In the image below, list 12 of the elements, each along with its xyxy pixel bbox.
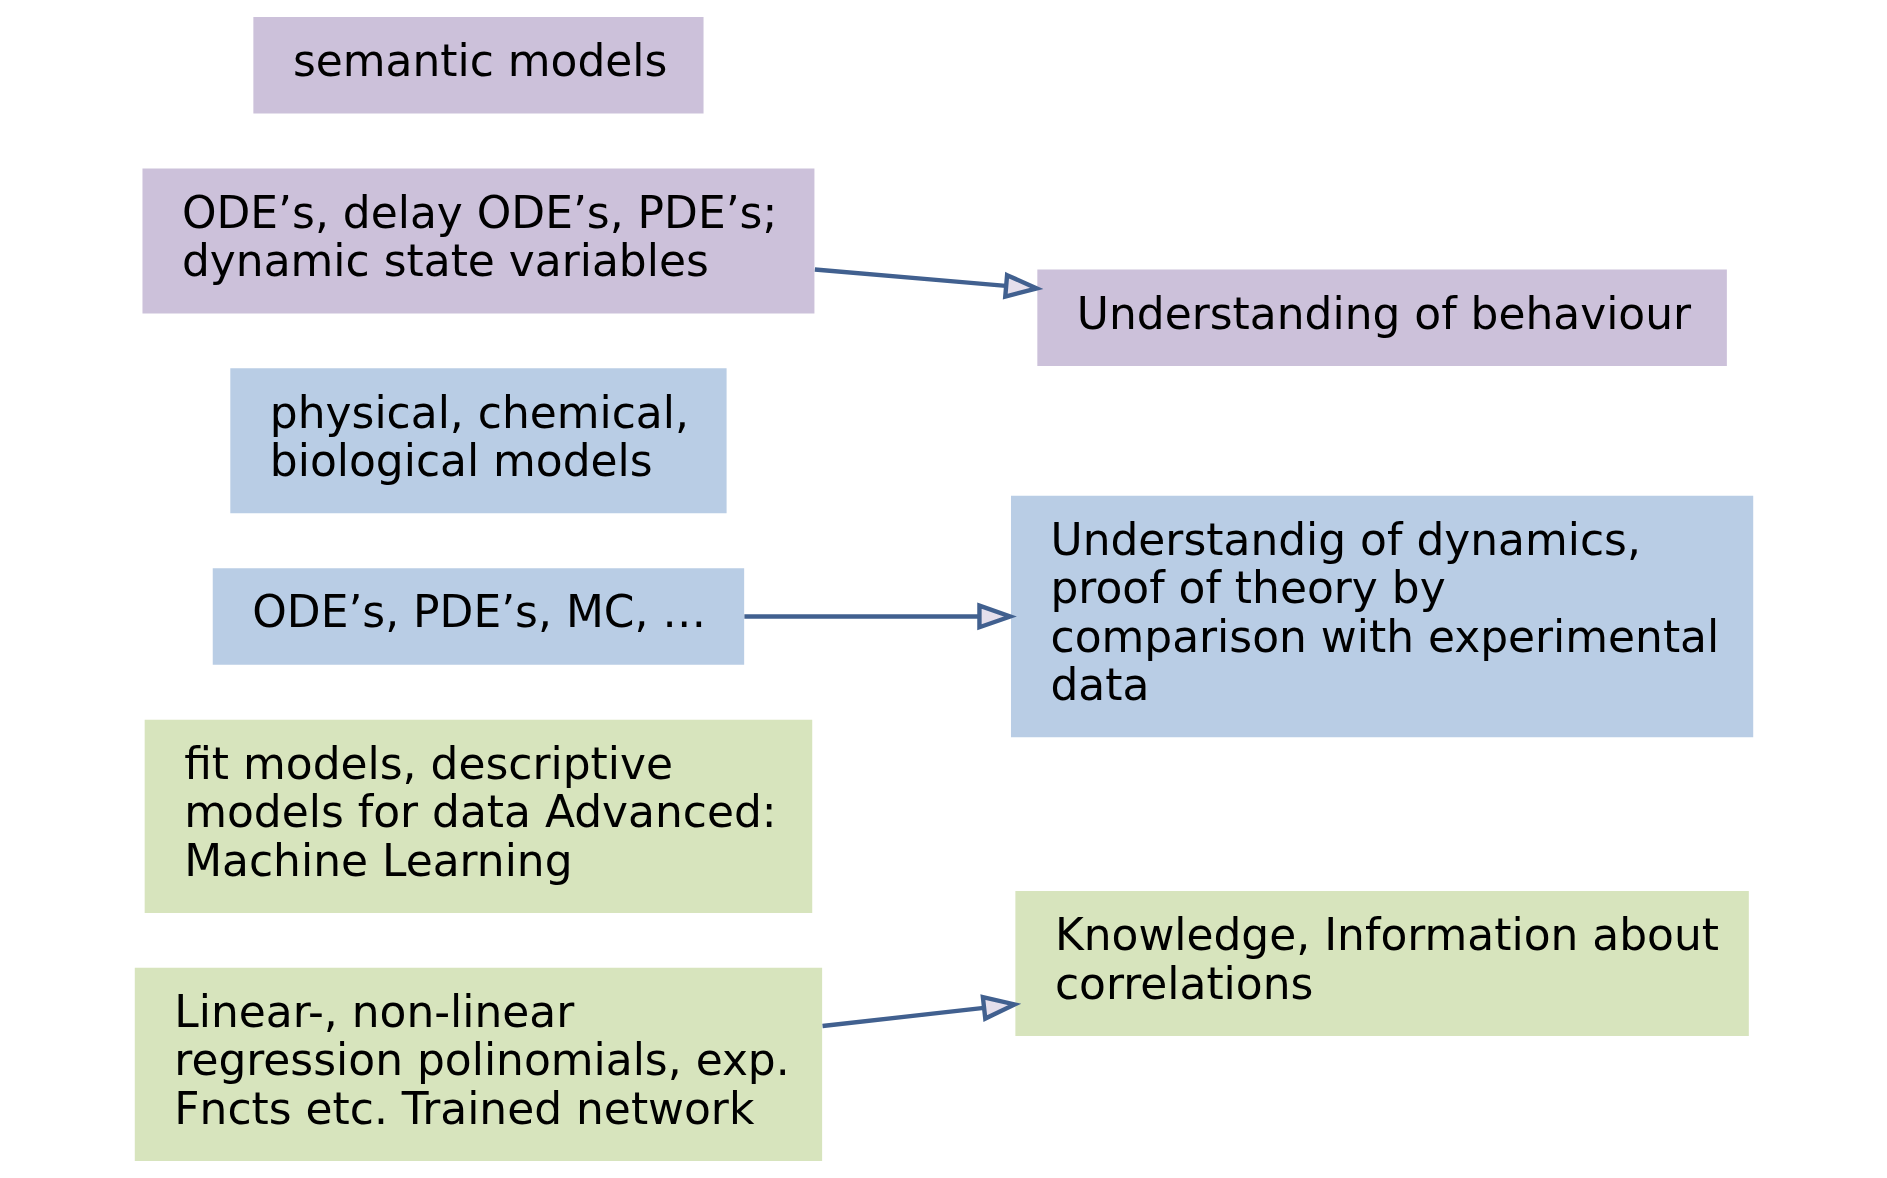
node-box: Understandig of dynamics, proof of theory by comparison with experimental data bbox=[1010, 495, 1753, 738]
node-box: Knowledge, Information about correlations bbox=[1014, 890, 1749, 1036]
node-box: Understanding of behaviour bbox=[1036, 269, 1727, 367]
node-box: ODE’s, delay ODE’s, PDE’s; dynamic state variables bbox=[141, 168, 814, 314]
node-box: fit models, descriptive models for data Advanced: Machine Learning bbox=[144, 719, 812, 913]
arrow bbox=[743, 602, 1017, 631]
arrow bbox=[821, 994, 1021, 1029]
node-box: physical, chemical, biological models bbox=[229, 368, 727, 514]
node-box: ODE’s, PDE’s, MC, … bbox=[212, 568, 744, 665]
arrow bbox=[814, 267, 1043, 300]
node-box: semantic models bbox=[252, 16, 704, 114]
node-box: Linear-, non-linear regression polinomials, exp. Fncts etc. Trained network bbox=[134, 967, 822, 1162]
